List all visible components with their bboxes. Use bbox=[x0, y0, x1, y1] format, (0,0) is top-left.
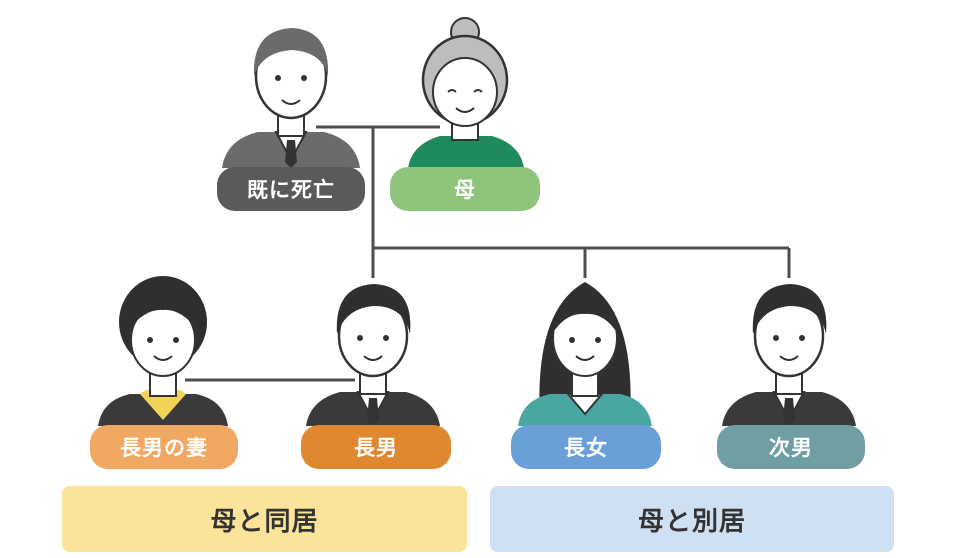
with-mother-group: 母と同居 bbox=[62, 486, 467, 552]
wife-avatar bbox=[98, 276, 228, 426]
mother-avatar bbox=[408, 17, 524, 168]
eldest-son-label: 長男 bbox=[301, 425, 451, 469]
mother-label: 母 bbox=[390, 167, 540, 211]
second-son-avatar bbox=[722, 284, 856, 426]
eldest-daughter-avatar bbox=[518, 282, 652, 426]
eldest-daughter-label: 長女 bbox=[511, 425, 661, 469]
connector-lines bbox=[185, 125, 791, 382]
second-son-label: 次男 bbox=[717, 425, 865, 469]
eldest-son-avatar bbox=[306, 284, 440, 426]
father-avatar bbox=[222, 28, 360, 168]
wife-label: 長男の妻 bbox=[90, 425, 238, 469]
apart-from-mother-group: 母と別居 bbox=[490, 486, 894, 552]
father-label: 既に死亡 bbox=[217, 167, 365, 211]
